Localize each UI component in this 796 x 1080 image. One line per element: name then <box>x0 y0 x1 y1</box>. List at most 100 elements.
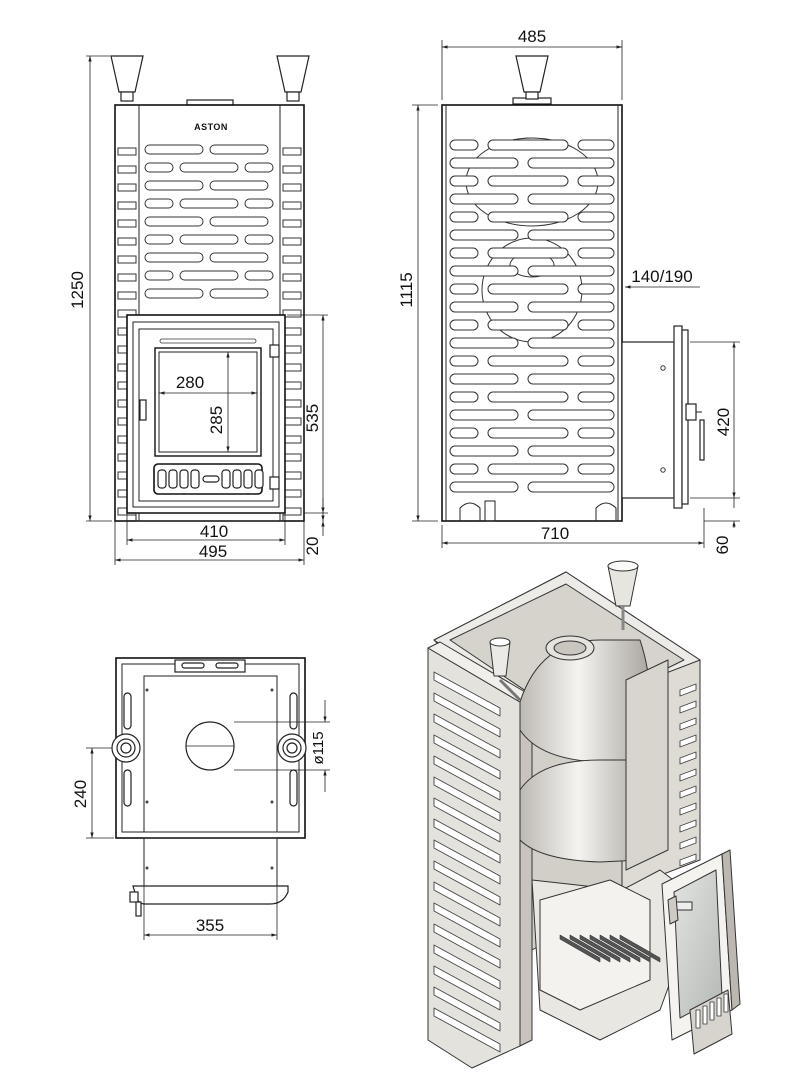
side-slot <box>577 355 615 367</box>
front-slot <box>244 270 274 281</box>
side-slot <box>577 427 615 439</box>
iso-grate-bar <box>559 934 601 963</box>
side-slot <box>527 337 615 349</box>
side-slot <box>527 229 615 241</box>
dim-485: 485 <box>518 27 546 46</box>
iso-slot <box>679 717 697 731</box>
front-post-slot <box>117 255 137 264</box>
side-slot <box>449 229 519 241</box>
side-slot <box>577 247 615 259</box>
side-slot <box>527 193 615 205</box>
side-slot <box>449 175 479 187</box>
grate-hole <box>254 469 264 489</box>
grate-hole <box>232 469 242 489</box>
front-slot <box>179 162 239 173</box>
iso-grate-bar <box>579 934 621 963</box>
side-slot <box>487 247 569 259</box>
side-slot <box>449 319 479 331</box>
side-slot <box>449 265 519 277</box>
front-slot <box>144 252 204 263</box>
side-slot <box>449 391 479 403</box>
side-slot <box>577 175 615 187</box>
dim-240: 240 <box>71 780 90 808</box>
front-slot <box>209 288 269 299</box>
dim-1115: 1115 <box>397 272 416 307</box>
iso-slot <box>433 986 501 1032</box>
front-slot <box>144 198 174 209</box>
iso-slot <box>433 860 501 906</box>
iso-slot <box>433 818 501 864</box>
iso-slot <box>679 751 697 765</box>
iso-door-grate-hole <box>695 1009 701 1029</box>
front-logo: ASTON <box>194 122 228 132</box>
front-slot <box>144 162 174 173</box>
side-slot <box>487 139 569 151</box>
side-slot <box>449 301 519 313</box>
isometric-cutaway <box>427 560 741 1069</box>
side-slot <box>487 427 569 439</box>
iso-slot <box>433 839 501 885</box>
side-slot <box>449 283 479 295</box>
side-slot <box>577 319 615 331</box>
iso-slot <box>433 671 501 717</box>
front-post-slot <box>282 183 302 192</box>
iso-door-grate-hole <box>723 993 729 1013</box>
side-slot <box>449 157 519 169</box>
dim-420: 420 <box>714 408 733 436</box>
iso-slot <box>433 776 501 822</box>
iso-slot <box>433 902 501 948</box>
front-slot <box>209 144 269 155</box>
front-slot <box>244 234 274 245</box>
top-cup-left <box>111 733 141 763</box>
iso-slot <box>433 713 501 759</box>
front-post-slot <box>117 219 137 228</box>
front-post-slot <box>282 147 302 156</box>
front-cup-right <box>276 55 310 102</box>
side-slot <box>449 139 479 151</box>
iso-slot <box>433 797 501 843</box>
front-slot <box>144 288 204 299</box>
grate-hole <box>179 469 189 489</box>
front-post-slot <box>282 291 302 300</box>
dim-140-190: 140/190 <box>631 267 692 286</box>
dim-285: 285 <box>207 406 226 434</box>
front-post-slot <box>282 165 302 174</box>
iso-slot <box>679 700 697 714</box>
side-slot <box>527 301 615 313</box>
dim-355: 355 <box>196 916 224 935</box>
side-slot <box>487 355 569 367</box>
dim-495: 495 <box>199 542 227 561</box>
iso-slot <box>679 853 697 867</box>
iso-slot <box>679 802 697 816</box>
side-slot <box>487 463 569 475</box>
dim-710: 710 <box>541 524 569 543</box>
iso-slot <box>433 692 501 738</box>
side-cup <box>515 55 549 93</box>
side-slots <box>449 139 615 493</box>
side-slot <box>527 481 615 493</box>
iso-slot <box>433 755 501 801</box>
iso-slot <box>679 819 697 833</box>
iso-slot <box>679 768 697 782</box>
grate-knob <box>202 475 220 483</box>
front-slot <box>179 198 239 209</box>
side-slot <box>449 247 479 259</box>
side-slot <box>487 319 569 331</box>
dim-60: 60 <box>713 536 732 555</box>
front-slot <box>209 180 269 191</box>
side-slot <box>449 445 519 457</box>
front-post-slot <box>117 201 137 210</box>
front-slot <box>244 162 274 173</box>
side-slot <box>487 211 569 223</box>
iso-slot <box>433 1007 501 1053</box>
grate-hole <box>243 469 253 489</box>
iso-slot <box>433 923 501 969</box>
side-slot <box>527 445 615 457</box>
side-slot <box>449 337 519 349</box>
front-post-slot <box>117 237 137 246</box>
front-post-slot <box>282 237 302 246</box>
iso-grate-bar <box>599 934 641 963</box>
side-slot <box>449 211 479 223</box>
front-slot <box>209 252 269 263</box>
